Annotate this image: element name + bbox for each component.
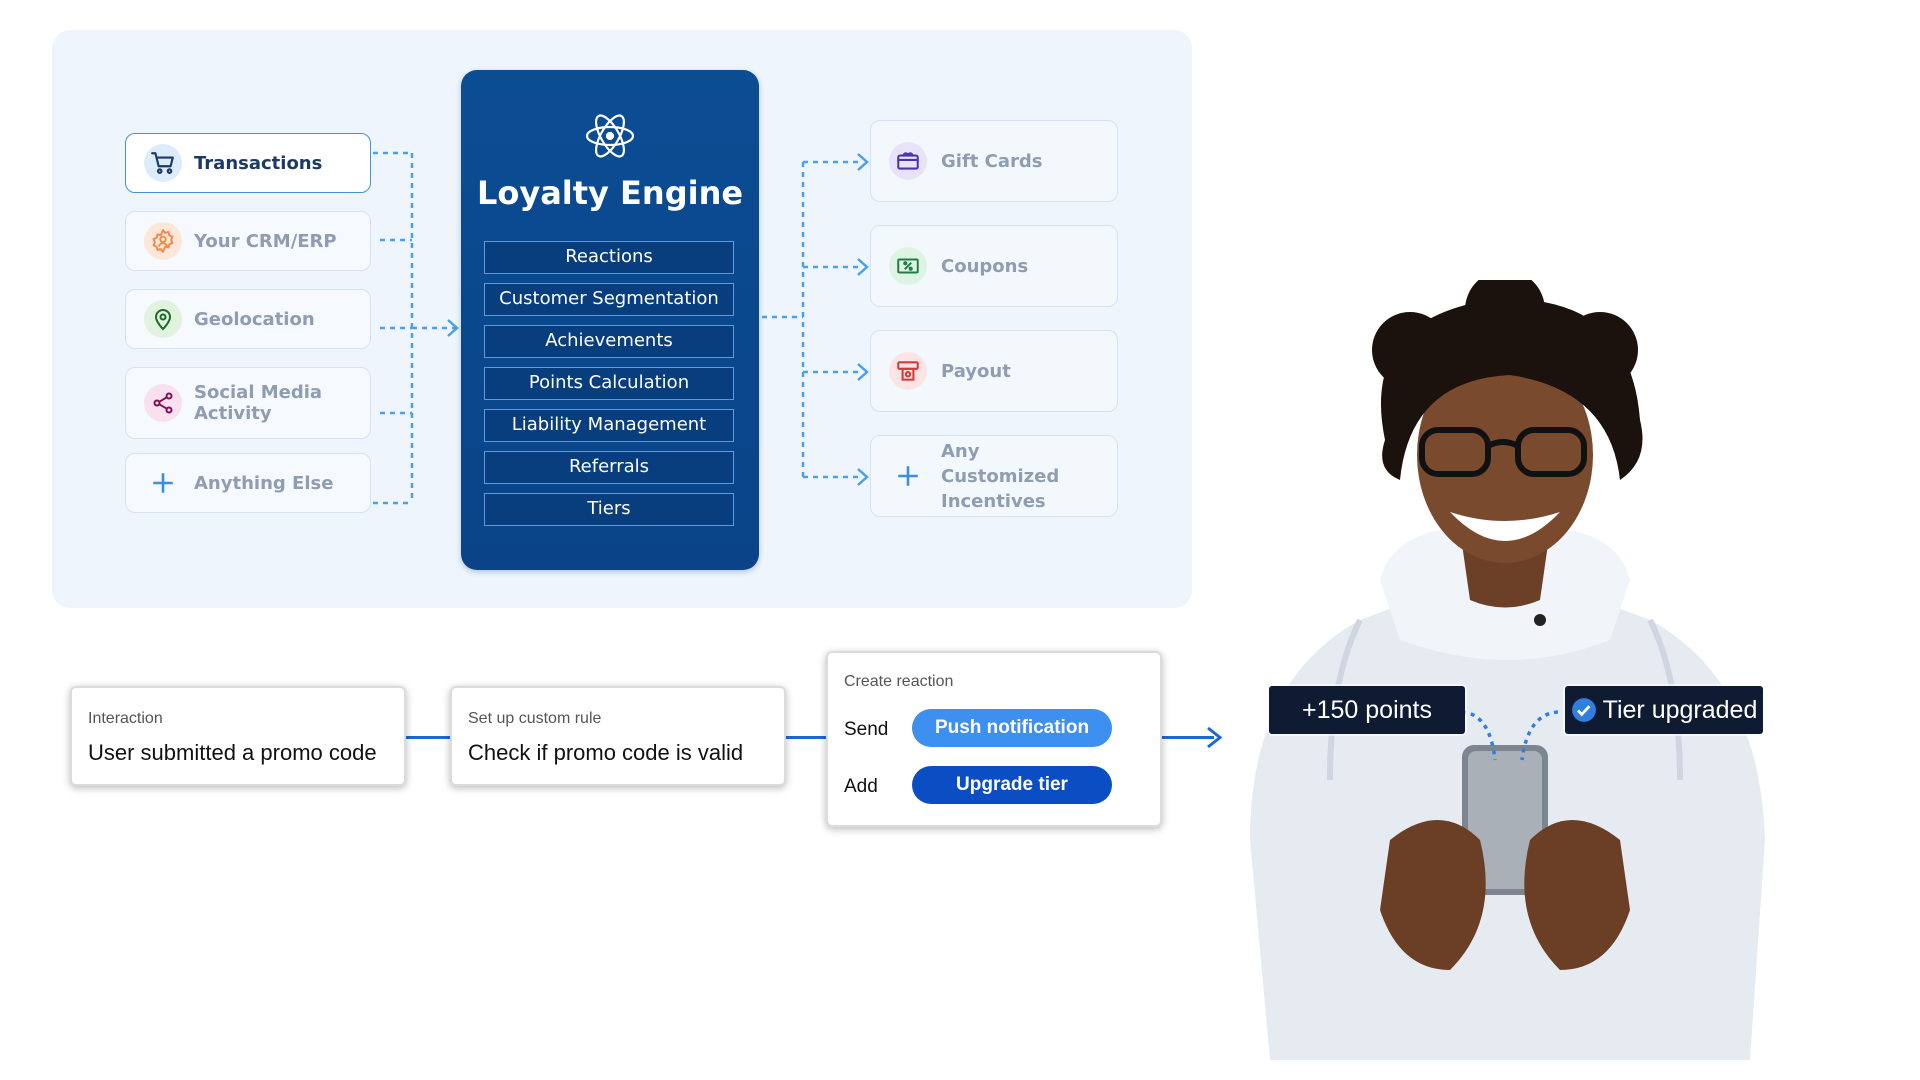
engine-feature: Achievements [484,325,734,358]
output-gift-cards[interactable]: Gift Cards [870,120,1118,202]
engine-feature: Tiers [484,493,734,526]
output-label: Any Customized Incentives [941,440,1060,512]
tier-upgraded-badge: Tier upgraded [1565,686,1763,734]
payout-icon [889,352,927,390]
add-label: Add [844,776,878,797]
source-label: Geolocation [194,308,315,330]
loyalty-engine: Loyalty Engine Reactions Customer Segmen… [461,70,759,570]
engine-feature: Referrals [484,451,734,484]
source-geolocation[interactable]: Geolocation [125,289,371,349]
source-label: Your CRM/ERP [194,230,337,252]
share-icon [144,384,182,422]
engine-feature: Points Calculation [484,367,734,400]
rule-caption: Set up custom rule [468,710,602,727]
source-label: Transactions [194,152,323,174]
tier-upgraded-text: Tier upgraded [1602,695,1758,724]
reaction-card[interactable]: Create reaction Send Push notification A… [826,651,1162,827]
engine-feature: Customer Segmentation [484,283,734,316]
custom-rule-card[interactable]: Set up custom rule Check if promo code i… [450,686,786,786]
output-label: Coupons [941,255,1029,277]
interaction-card[interactable]: Interaction User submitted a promo code [70,686,406,786]
source-crm-erp[interactable]: Your CRM/ERP [125,211,371,271]
engine-feature: Reactions [484,241,734,274]
engine-feature: Liability Management [484,409,734,442]
flow-connector [405,736,450,739]
source-label: Anything Else [194,472,334,494]
upgrade-tier-button[interactable]: Upgrade tier [912,766,1112,804]
rule-text: Check if promo code is valid [468,740,744,765]
points-badge: +150 points [1269,686,1465,734]
source-anything-else[interactable]: Anything Else [125,453,371,513]
engine-title: Loyalty Engine [476,174,744,212]
flow-connector [785,736,827,739]
check-circle-icon [1571,697,1597,723]
cart-icon [144,144,182,182]
person-with-phone-image [1250,280,1765,1060]
source-social-media[interactable]: Social Media Activity [125,367,371,439]
location-pin-icon [144,300,182,338]
badge-connectors [1461,710,1559,761]
reaction-caption: Create reaction [844,673,954,690]
coupon-icon [889,247,927,285]
push-notification-button[interactable]: Push notification [912,709,1112,747]
plus-icon [144,464,182,502]
output-payout[interactable]: Payout [870,330,1118,412]
output-label: Gift Cards [941,150,1043,172]
output-customized-incentives[interactable]: Any Customized Incentives [870,435,1118,517]
plus-icon [889,457,927,495]
flow-connector [1160,736,1214,739]
send-label: Send [844,719,889,740]
source-label: Social Media Activity [194,382,323,424]
output-coupons[interactable]: Coupons [870,225,1118,307]
interaction-caption: Interaction [88,710,163,727]
atom-icon [584,110,636,166]
flow-arrow-icon [1207,726,1223,749]
output-label: Payout [941,360,1011,382]
source-transactions[interactable]: Transactions [125,133,371,193]
interaction-text: User submitted a promo code [88,740,377,765]
gear-icon [144,222,182,260]
gift-card-icon [889,142,927,180]
